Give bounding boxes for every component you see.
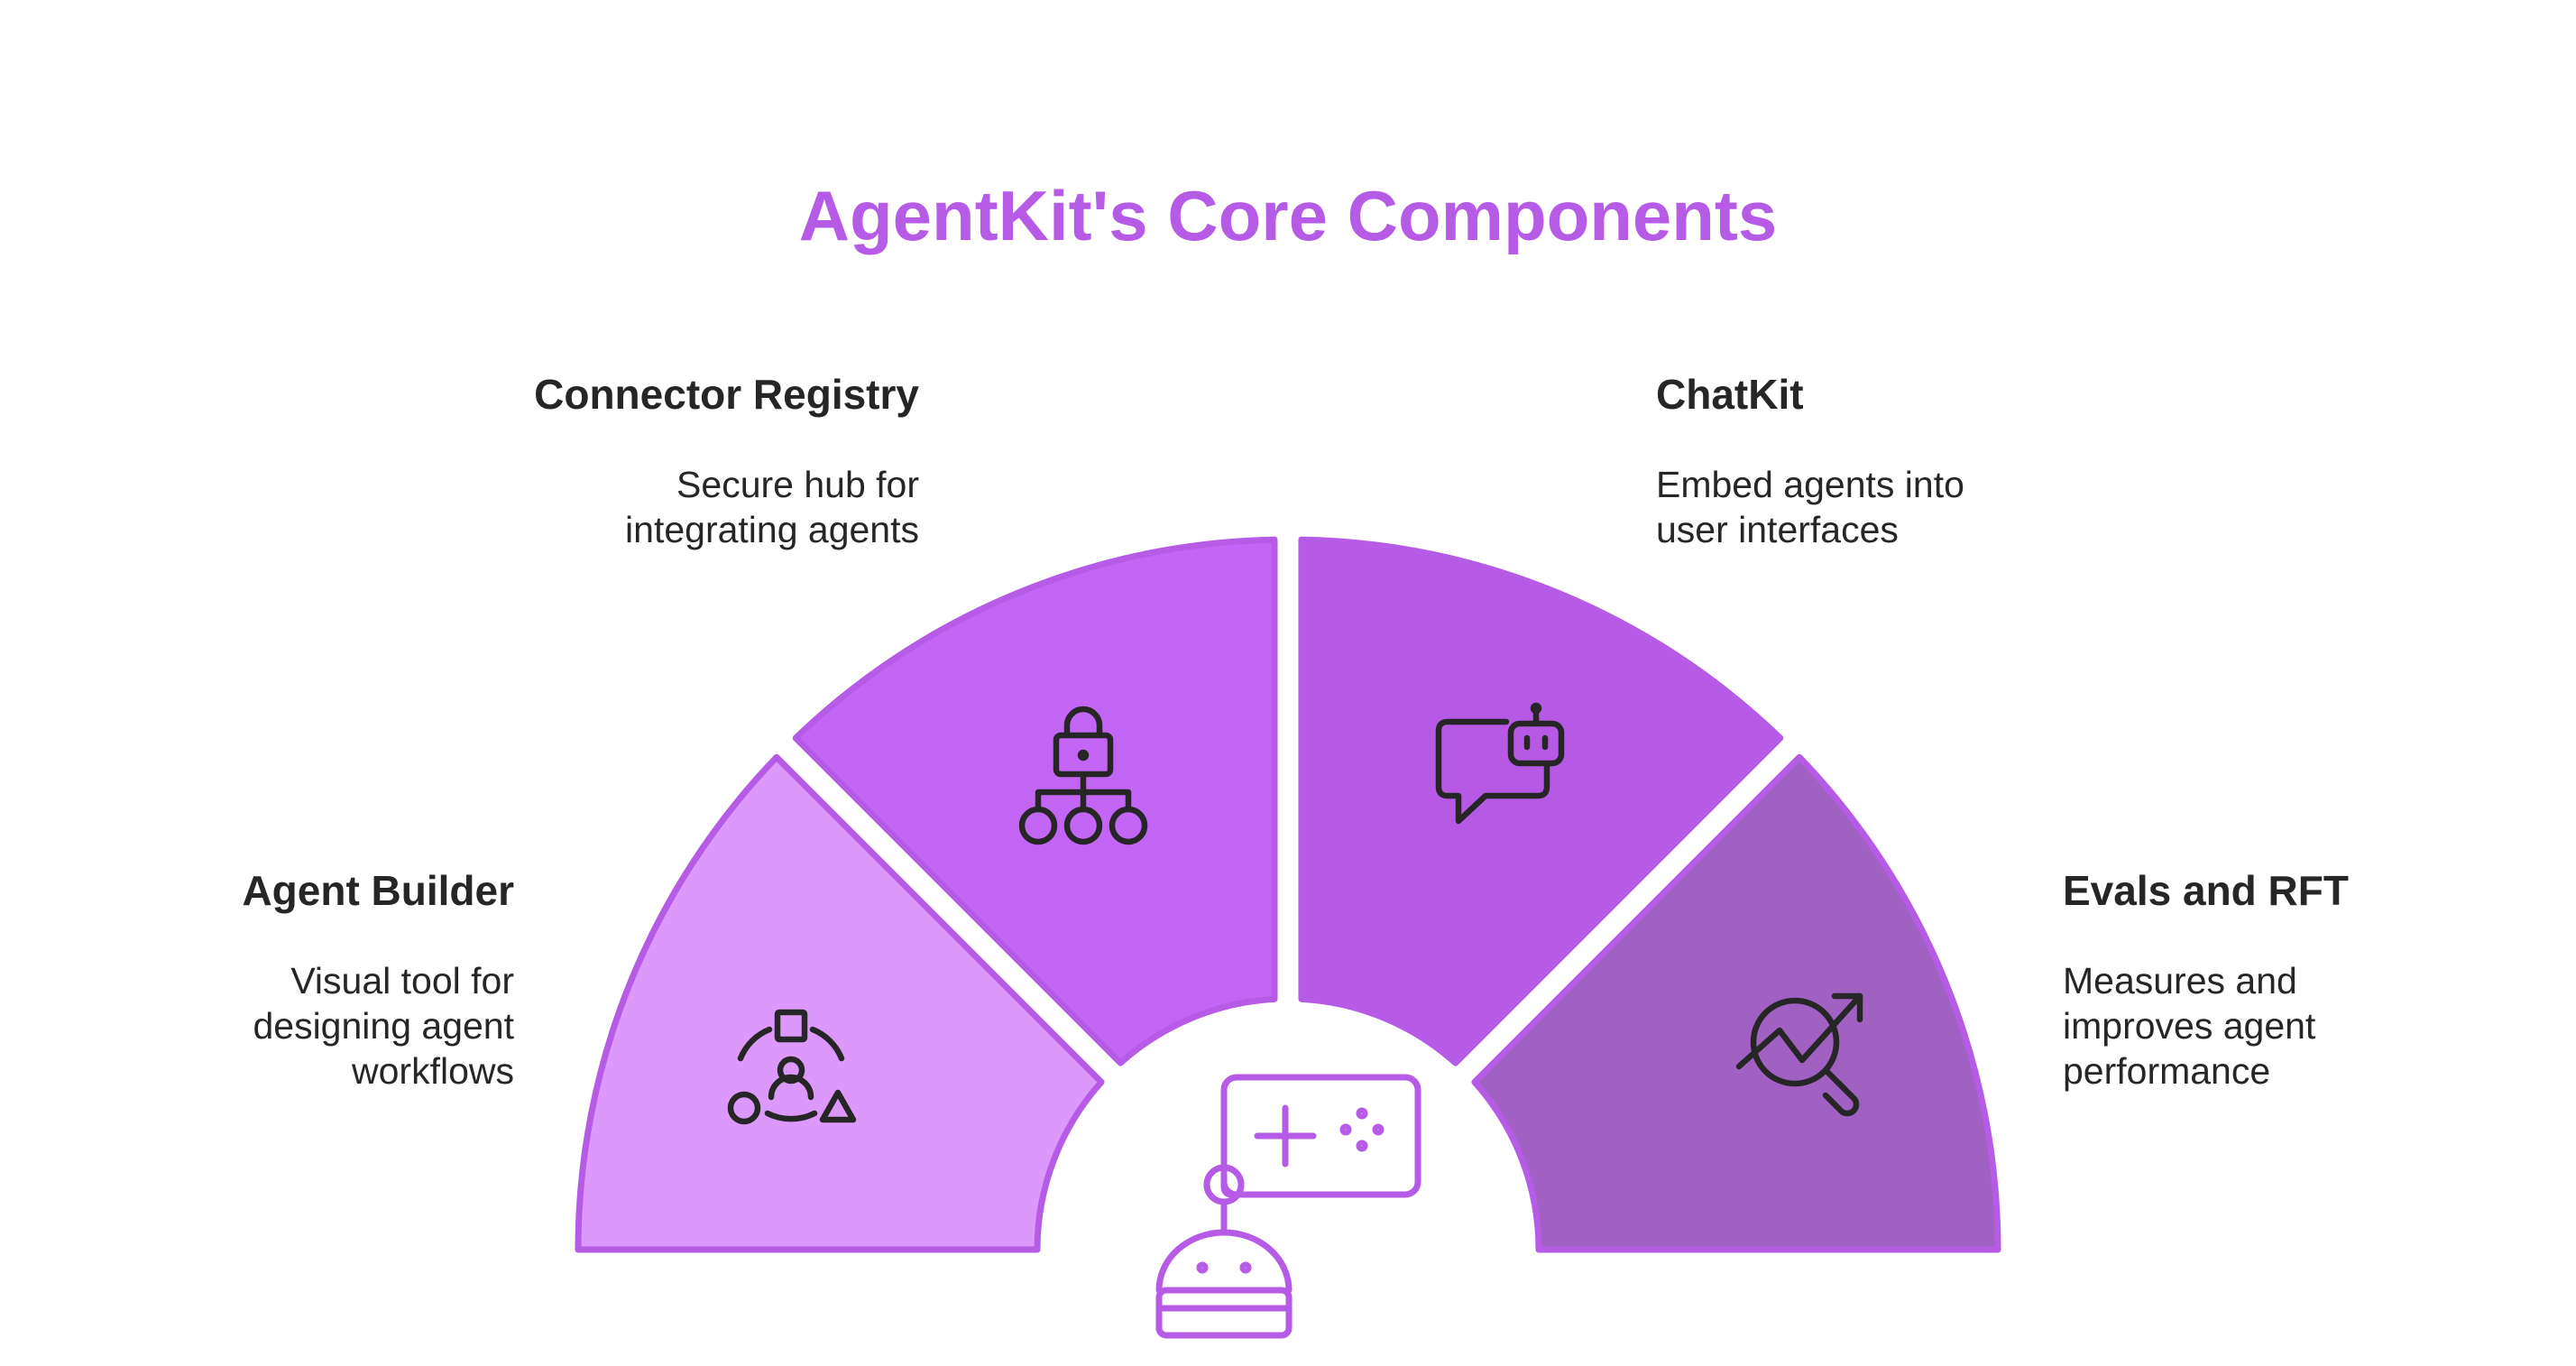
agent-builder-segment — [575, 753, 1105, 1253]
evals-rft-segment — [1471, 753, 2001, 1253]
evals-rft-heading: Evals and RFT — [2063, 867, 2349, 914]
chatkit-heading: ChatKit — [1656, 371, 1804, 418]
connector-registry-desc-line-1: Secure hub for — [676, 464, 919, 505]
evals-rft-label: Evals and RFT Measures and improves agen… — [2063, 867, 2349, 1092]
evals-rft-desc-line-2: improves agent — [2063, 1005, 2316, 1047]
secure-network-icon — [1018, 706, 1148, 845]
evals-rft-desc-line-3: performance — [2063, 1050, 2270, 1092]
trend-magnifier-icon — [1735, 992, 1863, 1117]
connector-registry-segment — [792, 536, 1278, 1066]
connector-registry-label: Connector Registry Secure hub for integr… — [534, 371, 919, 550]
page-title: AgentKit's Core Components — [799, 176, 1778, 255]
agent-builder-desc-line-3: workflows — [351, 1050, 514, 1092]
chatkit-segment — [1298, 536, 1784, 1066]
connector-registry-desc-line-2: integrating agents — [625, 509, 919, 550]
semicircle-segments — [575, 536, 2001, 1253]
chat-bot-icon — [1435, 702, 1565, 825]
agent-builder-desc-line-2: designing agent — [253, 1005, 514, 1047]
evals-rft-desc-line-1: Measures and — [2063, 960, 2297, 1001]
agent-builder-label: Agent Builder Visual tool for designing … — [242, 867, 514, 1092]
agent-builder-desc-line-1: Visual tool for — [290, 960, 514, 1001]
robot-gamepad-icon — [1155, 1074, 1421, 1339]
agent-builder-heading: Agent Builder — [242, 867, 514, 914]
connector-registry-heading: Connector Registry — [534, 371, 919, 418]
chatkit-label: ChatKit Embed agents into user interface… — [1656, 371, 1964, 550]
shapes-user-icon — [727, 1009, 857, 1125]
chatkit-desc-line-2: user interfaces — [1656, 509, 1899, 550]
chatkit-desc-line-1: Embed agents into — [1656, 464, 1964, 505]
